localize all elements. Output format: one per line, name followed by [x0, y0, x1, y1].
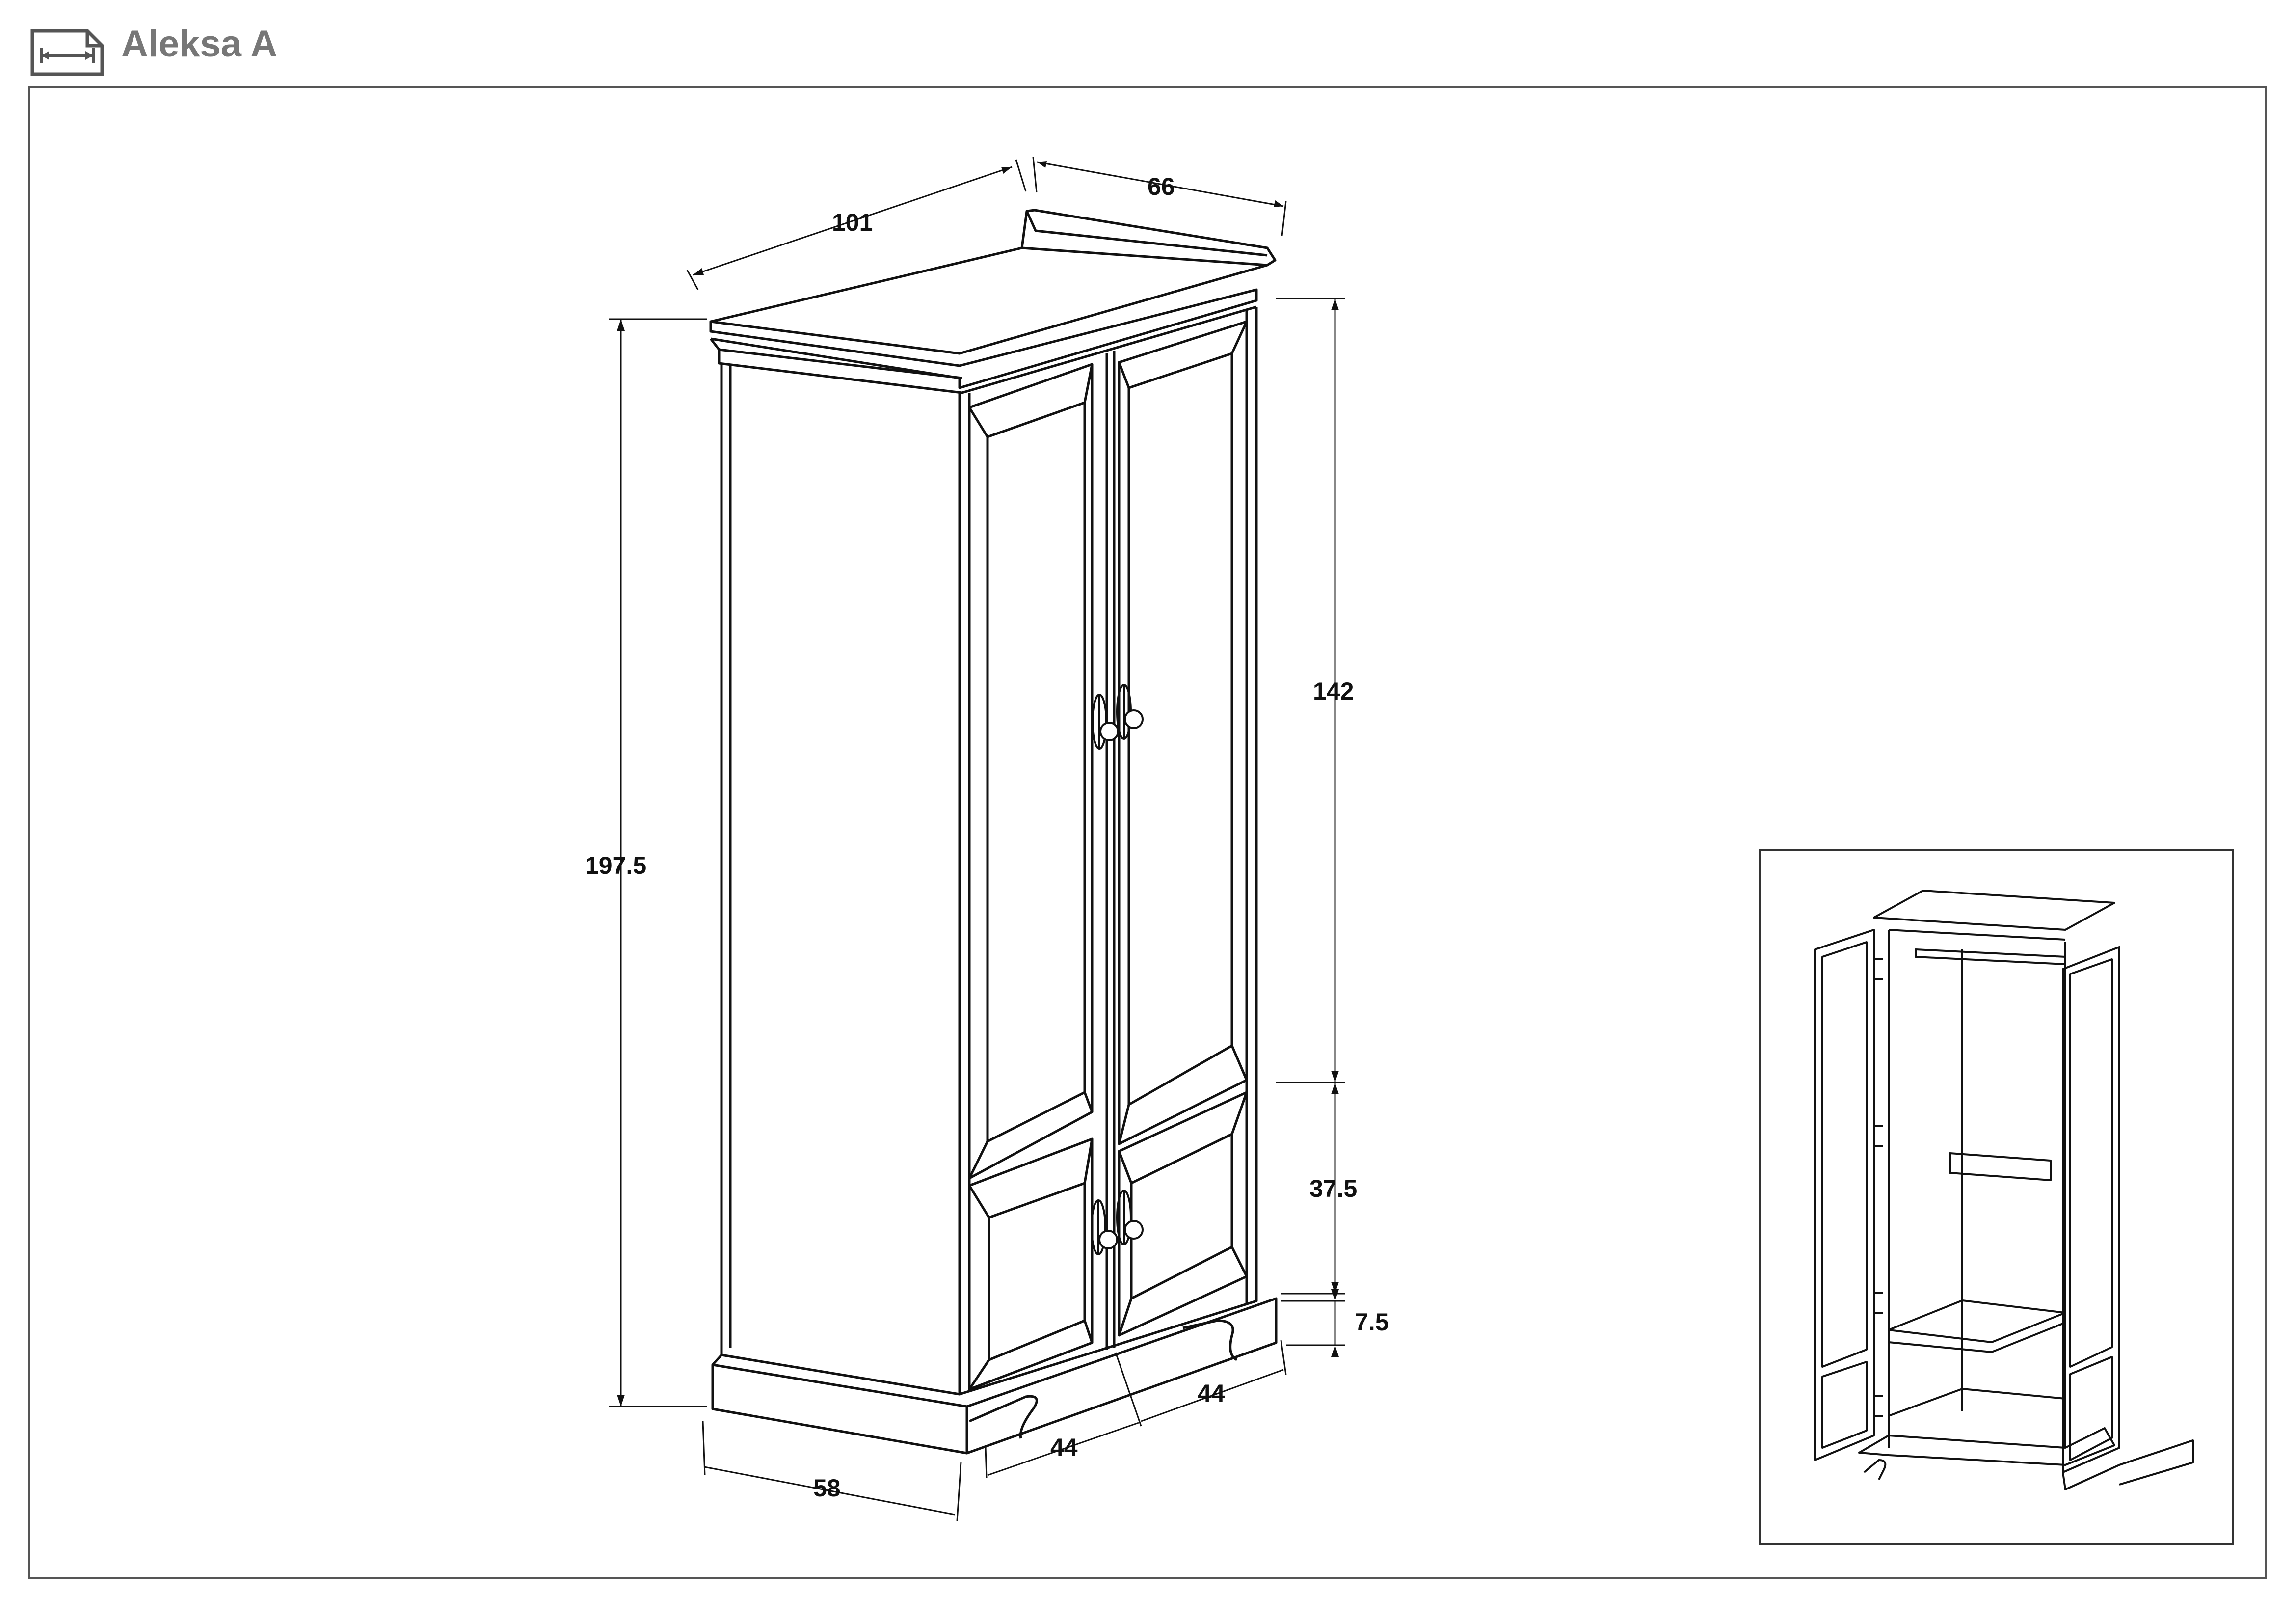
dim-height-label: 197.5	[585, 852, 646, 879]
dim-plinth-label: 7.5	[1355, 1308, 1389, 1336]
cornice-front	[709, 288, 1258, 389]
dim-lower-door-label: 37.5	[1309, 1175, 1357, 1202]
lower-right-door	[1118, 1091, 1248, 1337]
dim-depth-label: 66	[1148, 173, 1175, 200]
open-wardrobe-icon	[1814, 890, 2194, 1490]
upper-right-door	[1118, 320, 1248, 1145]
side-panel	[720, 363, 960, 1396]
header: Aleksa A	[0, 0, 2296, 79]
dimension-icon	[30, 29, 104, 76]
product-title: Aleksa A	[121, 23, 278, 65]
dim-side-depth-label: 58	[813, 1474, 841, 1502]
dim-width-label: 101	[832, 209, 873, 236]
cornice-back	[1020, 209, 1277, 267]
dim-upper-door-label: 142	[1313, 677, 1354, 705]
dim-door-left-label: 44	[1050, 1434, 1078, 1461]
open-wardrobe-inset	[1759, 849, 2234, 1545]
drawing-frame	[28, 86, 2267, 1579]
dim-door-right-label: 44	[1198, 1380, 1225, 1407]
cornice-top	[709, 246, 1269, 355]
handles	[1091, 684, 1144, 1255]
